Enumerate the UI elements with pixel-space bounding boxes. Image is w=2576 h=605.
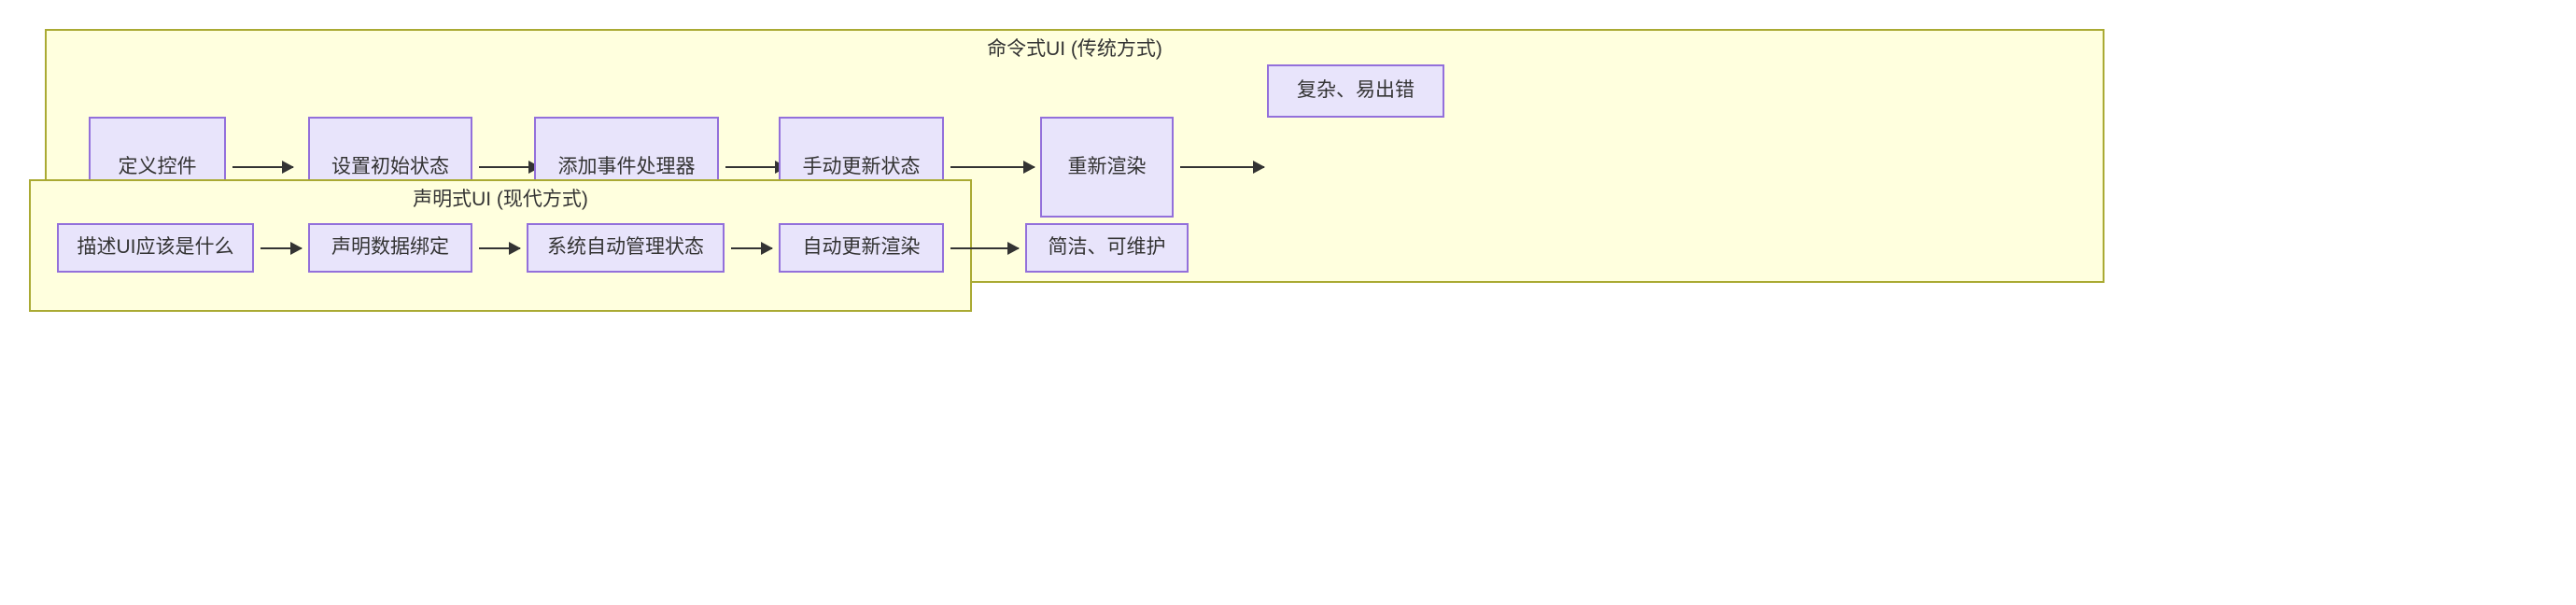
edge-arrow	[731, 247, 772, 249]
node-label: 简洁、可维护	[1048, 236, 1166, 259]
node-outcome-simple-maintainable[interactable]: 简洁、可维护	[1025, 223, 1189, 273]
edge-arrow-to-outcome	[1180, 166, 1264, 168]
node-rerender[interactable]: 重新渲染	[1040, 117, 1174, 218]
node-label: 系统自动管理状态	[547, 236, 704, 259]
edge-arrow	[232, 166, 293, 168]
node-label: 重新渲染	[1067, 155, 1147, 177]
node-label: 手动更新状态	[802, 155, 921, 177]
edge-arrow	[479, 247, 520, 249]
edge-arrow	[725, 166, 786, 168]
node-declare-data-binding[interactable]: 声明数据绑定	[308, 223, 472, 273]
node-label: 声明数据绑定	[331, 236, 449, 259]
node-label: 复杂、易出错	[1297, 79, 1415, 102]
node-system-auto-manage-state[interactable]: 系统自动管理状态	[527, 223, 725, 273]
subgraph-imperative-title: 命令式UI (传统方式)	[987, 38, 1162, 60]
node-label: 描述UI应该是什么	[77, 236, 234, 259]
node-label: 添加事件处理器	[557, 155, 696, 177]
subgraph-declarative-title: 声明式UI (现代方式)	[413, 189, 588, 210]
node-outcome-complex-error-prone[interactable]: 复杂、易出错	[1267, 64, 1444, 118]
node-label: 设置初始状态	[331, 155, 449, 177]
node-auto-update-render[interactable]: 自动更新渲染	[779, 223, 944, 273]
edge-arrow	[950, 166, 1035, 168]
edge-arrow	[479, 166, 540, 168]
node-describe-ui[interactable]: 描述UI应该是什么	[57, 223, 254, 273]
edge-arrow	[260, 247, 302, 249]
edge-arrow-to-outcome	[950, 247, 1019, 249]
node-label: 定义控件	[118, 155, 197, 177]
node-label: 自动更新渲染	[802, 236, 921, 259]
